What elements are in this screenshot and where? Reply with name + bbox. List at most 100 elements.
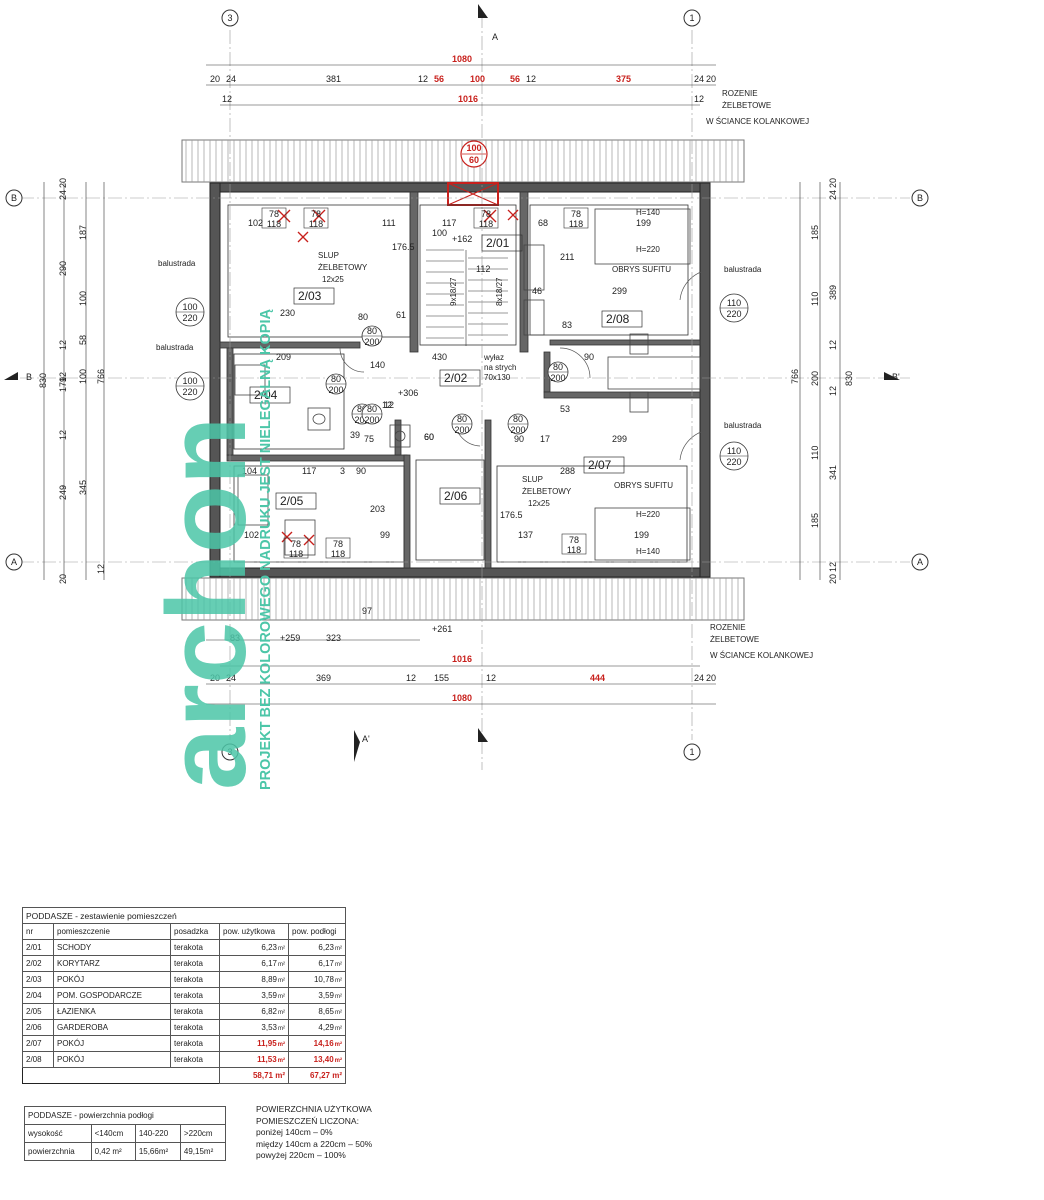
dim-label: 100 [470,74,485,84]
label-slup1-3: 12x25 [322,275,344,284]
room-label: 2/05 [280,494,304,508]
dim-label: 112 [476,264,490,274]
usable-area-notes: POWIERZCHNIA UŻYTKOWA POMIESZCZEŃ LICZON… [256,1104,372,1162]
dim-label: 118 [569,219,583,229]
roof-eaves-bottom [181,577,745,621]
dim-label: 99 [380,530,390,540]
dim-top-inner: 1016 [458,94,478,104]
room-tag-box [601,310,643,328]
label-balustrada-4: balustrada [724,421,762,430]
note-line: POMIESZCZEŃ LICZONA: [256,1115,359,1126]
dim-label: 58 [78,335,88,345]
dim-label: 381 [326,74,341,84]
dim-label: 78 [269,209,279,219]
dim-label: +259 [280,633,300,643]
dim-label: 288 [560,466,575,476]
dim-label: 118 [267,219,281,229]
dim-label: 299 [612,286,627,296]
dim-label: 111 [382,218,396,228]
svg-text:1: 1 [689,747,694,757]
dim-label: 90 [514,434,524,444]
label-rozenie-top-3: W ŚCIANCE KOLANKOWEJ [706,117,809,126]
dim-label: 20 [58,574,68,584]
svg-text:B: B [11,193,17,203]
dim-label: 24 [226,673,236,683]
dim-label: 200 [510,425,525,435]
dim-label: 46 [532,286,542,296]
dim-label: 341 [828,465,838,480]
dim-label: 118 [309,219,323,229]
label-balustrada-1: balustrada [158,259,196,268]
dim-label: 80 [367,326,377,336]
note-line: POWIERZCHNIA UŻYTKOWA [256,1104,372,1114]
dim-label: 12 [406,673,416,683]
dim-label: 20 [58,178,68,188]
dim-label: 203 [370,504,385,514]
axis-bubble-a-right: A [911,553,929,571]
label-slup2-2: ŻELBETOWY [522,487,572,496]
label-rozenie-bottom-3: W ŚCIANCE KOLANKOWEJ [710,651,813,660]
dimension-lines [43,64,841,705]
dim-label: 100 [432,228,447,238]
dim-label: 78 [481,209,491,219]
dim-label: 12 [418,74,428,84]
dim-label: 118 [331,549,345,559]
dim-label: 290 [58,261,68,276]
dim-label: 90 [356,466,366,476]
dim-label: 200 [364,415,379,425]
svg-text:1: 1 [689,13,694,23]
dim-label: 199 [634,530,649,540]
dim-label: 39 [350,430,360,440]
svg-text:3: 3 [227,13,232,23]
dim-label: 179 [58,377,68,392]
dim-label: 176.5 [500,510,523,520]
axis-bubble-3-bottom: 3 [221,743,239,761]
dim-label: 12 [526,74,536,84]
total-floor: 67,27 m² [288,1067,346,1084]
dim-label: 110 [727,298,741,308]
dim-label: 100 [78,291,88,306]
room-label: 2/01 [486,236,510,250]
label-slup2-1: SLUP [522,475,543,484]
svg-text:B: B [26,372,32,382]
dim-label: 220 [726,309,741,319]
dim-label: 110 [810,446,820,460]
dim-label: 389 [828,285,838,300]
dim-top-total: 1080 [452,54,472,64]
dim-label: 117 [442,218,456,228]
room-label: 2/06 [444,489,468,503]
room-label: 2/02 [444,371,468,385]
dim-label: 61 [396,310,406,320]
dim-label: 80 [513,414,523,424]
dim-label: 12 [486,673,496,683]
watermark: archon PROJEKT BEZ KOLOROWEGO NADRUKU JE… [144,309,274,790]
area-label: powierzchnia [24,1142,92,1161]
dim-label: 117 [302,466,316,476]
dim-label: 78 [311,209,321,219]
room-tag-box [439,487,481,505]
dim-label: 12 [828,386,838,396]
dim-label: 78 [569,535,579,545]
dim-label: 155 [434,673,449,683]
dim-label: 199 [636,218,651,228]
dim-label: 83 [562,320,572,330]
dim-label: 766 [96,369,106,384]
furniture [234,208,701,561]
label-h220-b: H=220 [636,510,660,519]
dim-bottom-total: 1080 [452,693,472,703]
dim-label: 20 [828,574,838,584]
label-slup2-3: 12x25 [528,499,550,508]
axis-bubble-b-left: B [5,189,23,207]
dim-label: 12 [382,400,392,410]
floor-area-table: PODDASZE - powierzchnia podłogi wysokość… [24,1106,227,1161]
label-level-162: +162 [452,234,472,244]
annotation-labels: ROZENIE ŻELBETOWE W ŚCIANCE KOLANKOWEJ R… [156,89,813,660]
